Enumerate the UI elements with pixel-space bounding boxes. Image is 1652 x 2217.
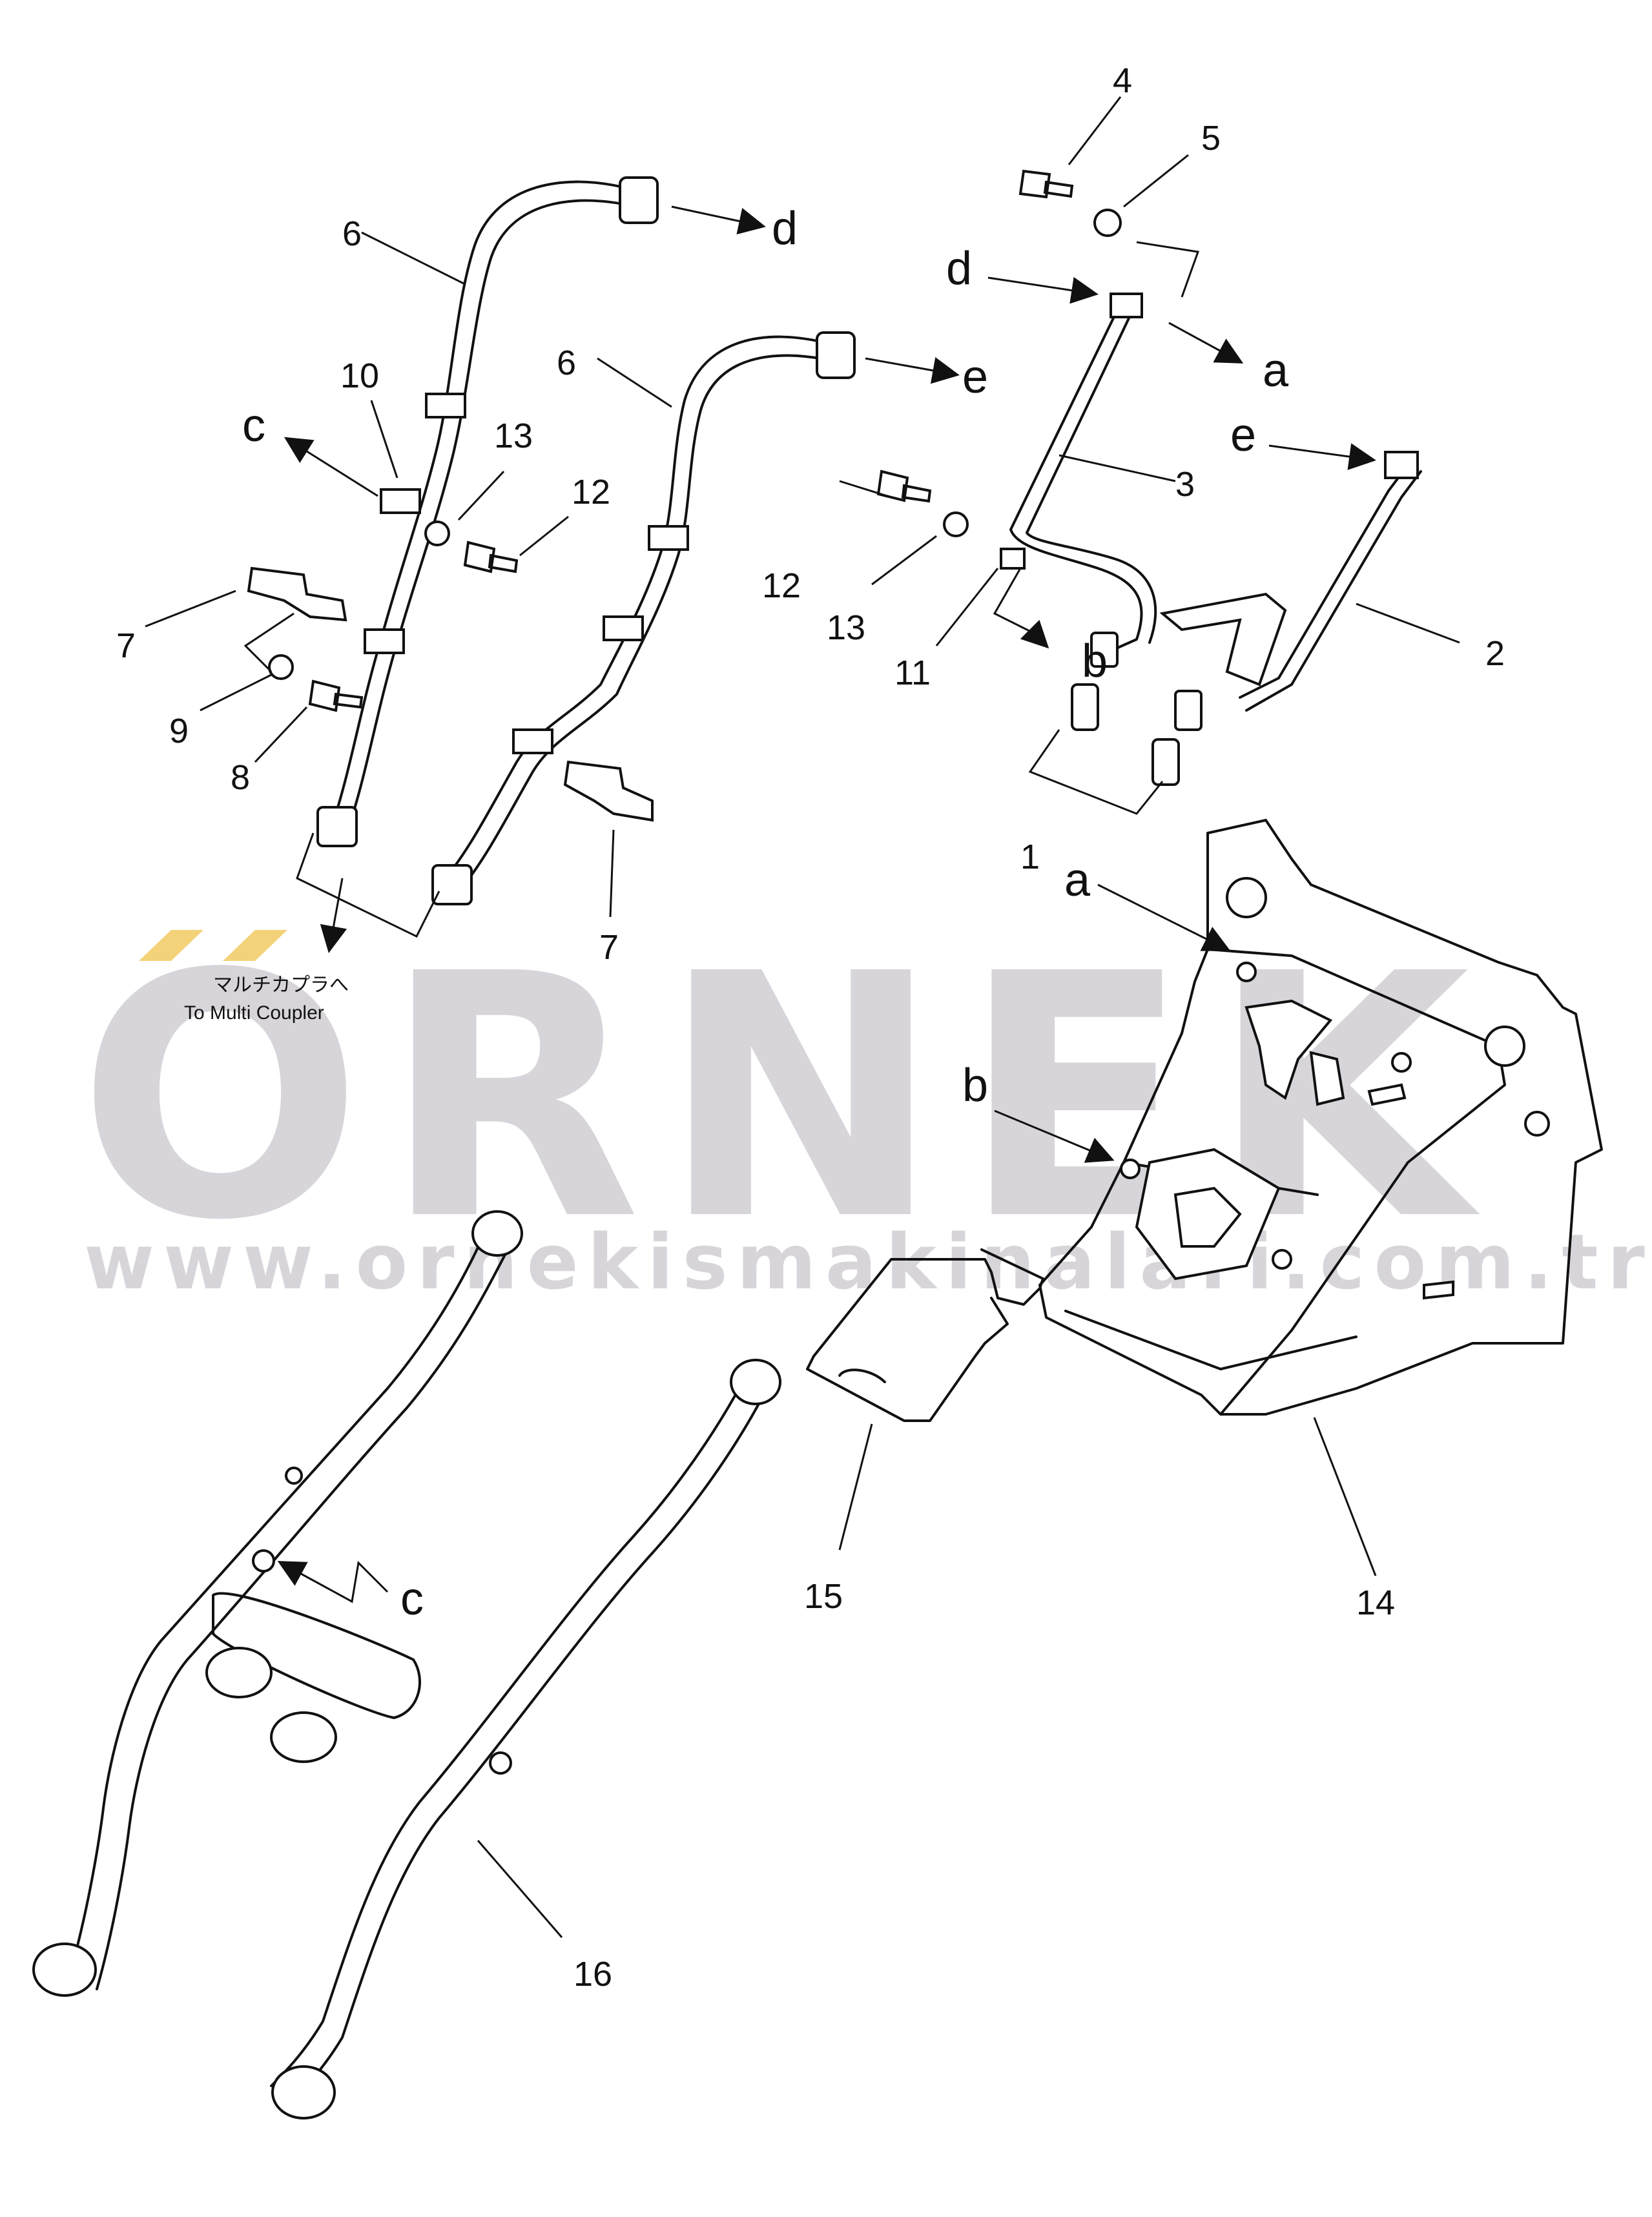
callout-numbers: 4 5 3 2 1 6 6 10 13 12 12 13 11 7 9 8 7 …	[116, 61, 1505, 1994]
connection-a-frame: a	[1064, 854, 1091, 906]
hose-6-right	[431, 331, 856, 905]
bracket-7-right	[563, 760, 654, 822]
note-english: To Multi Coupler	[184, 1002, 324, 1024]
watermark-url: www.ornekismakinalari.com.tr	[84, 1217, 1652, 1306]
callout-12-right: 12	[762, 566, 801, 605]
leader-1-bracket	[1028, 729, 1164, 815]
connection-e-pipe: e	[1230, 409, 1256, 461]
connection-b-frame: b	[962, 1060, 988, 1111]
callout-8: 8	[231, 758, 250, 797]
hose-clamp	[512, 728, 553, 754]
steel-pipes	[1000, 293, 1422, 731]
bolt-4	[1018, 169, 1074, 199]
bolt-12-left	[463, 541, 519, 573]
port-b	[1120, 1159, 1141, 1179]
hose-fitting-bottom-right	[431, 864, 473, 905]
callout-3: 3	[1175, 465, 1195, 504]
adapter-1b	[1151, 738, 1180, 786]
note-japanese: マルチカプラへ	[213, 974, 349, 996]
connection-d-pipe: d	[946, 243, 972, 294]
callout-6-right: 6	[557, 344, 576, 382]
port-c	[252, 1549, 275, 1573]
hose-clamp	[648, 525, 689, 551]
pipe-3-block	[1110, 293, 1143, 318]
boom-16	[32, 1210, 781, 2119]
connection-c-hose: c	[242, 400, 265, 451]
callout-6-left: 6	[342, 214, 362, 253]
connection-a-pipe: a	[1263, 345, 1289, 397]
fasteners	[268, 169, 1122, 712]
pipe-2-block	[1384, 451, 1419, 479]
callout-11: 11	[894, 654, 931, 692]
frame-14	[1038, 819, 1603, 1416]
callout-12-left: 12	[572, 473, 610, 511]
callout-15: 15	[804, 1577, 843, 1616]
hose-clamp	[603, 615, 644, 641]
washer-13-right	[943, 511, 969, 537]
callout-1: 1	[1020, 838, 1040, 876]
pipe-2-fitting	[1174, 690, 1203, 731]
cover-plate-15	[806, 1248, 1044, 1422]
hose-clamp	[380, 488, 421, 514]
watermark-accent-chevrons	[139, 930, 287, 961]
bracket-7-left	[247, 566, 347, 622]
adapter-1a	[1071, 683, 1099, 731]
hose-fitting-top-right	[816, 331, 856, 379]
callout-9: 9	[169, 712, 189, 750]
connection-c-boom: c	[400, 1573, 424, 1625]
callout-2: 2	[1485, 634, 1505, 673]
hose-clamp	[364, 628, 405, 654]
callout-4: 4	[1113, 61, 1132, 100]
callout-7-right: 7	[599, 928, 619, 967]
callout-13-left: 13	[494, 417, 533, 455]
hose-clamp	[425, 393, 466, 418]
callout-16: 16	[573, 1955, 612, 1994]
pipe-3-fitting	[1090, 632, 1119, 668]
hose-fitting-top-left	[619, 176, 659, 224]
hose-fitting-bottom-left	[316, 806, 358, 847]
washer-13-left	[424, 521, 450, 546]
bolt-12-right	[876, 469, 932, 503]
bolt-8	[308, 679, 364, 712]
multi-coupler-note: マルチカプラへ To Multi Coupler	[184, 974, 349, 1024]
callout-7-left: 7	[116, 626, 136, 665]
connection-b-pipe: b	[1082, 635, 1108, 687]
hose-6-left	[316, 176, 659, 847]
cover-plate-15-slot	[838, 1368, 886, 1383]
leader-lines	[145, 96, 1460, 1938]
connection-d-hose: d	[772, 203, 798, 254]
washer-5	[1093, 209, 1122, 237]
port-a	[1236, 962, 1257, 982]
connection-letters: d d e e a a b b c c	[242, 203, 1289, 1625]
washer-9	[268, 654, 294, 680]
callout-5: 5	[1201, 119, 1221, 158]
callout-14: 14	[1356, 1583, 1395, 1622]
connection-e-hose: e	[962, 351, 988, 403]
watermark: ORNEK www.ornekismakinalari.com.tr	[77, 902, 1652, 1306]
callout-10: 10	[340, 356, 379, 395]
clamp-11	[1000, 548, 1026, 570]
pipe-2-bracket	[1159, 592, 1287, 686]
callout-13-right: 13	[827, 608, 865, 647]
